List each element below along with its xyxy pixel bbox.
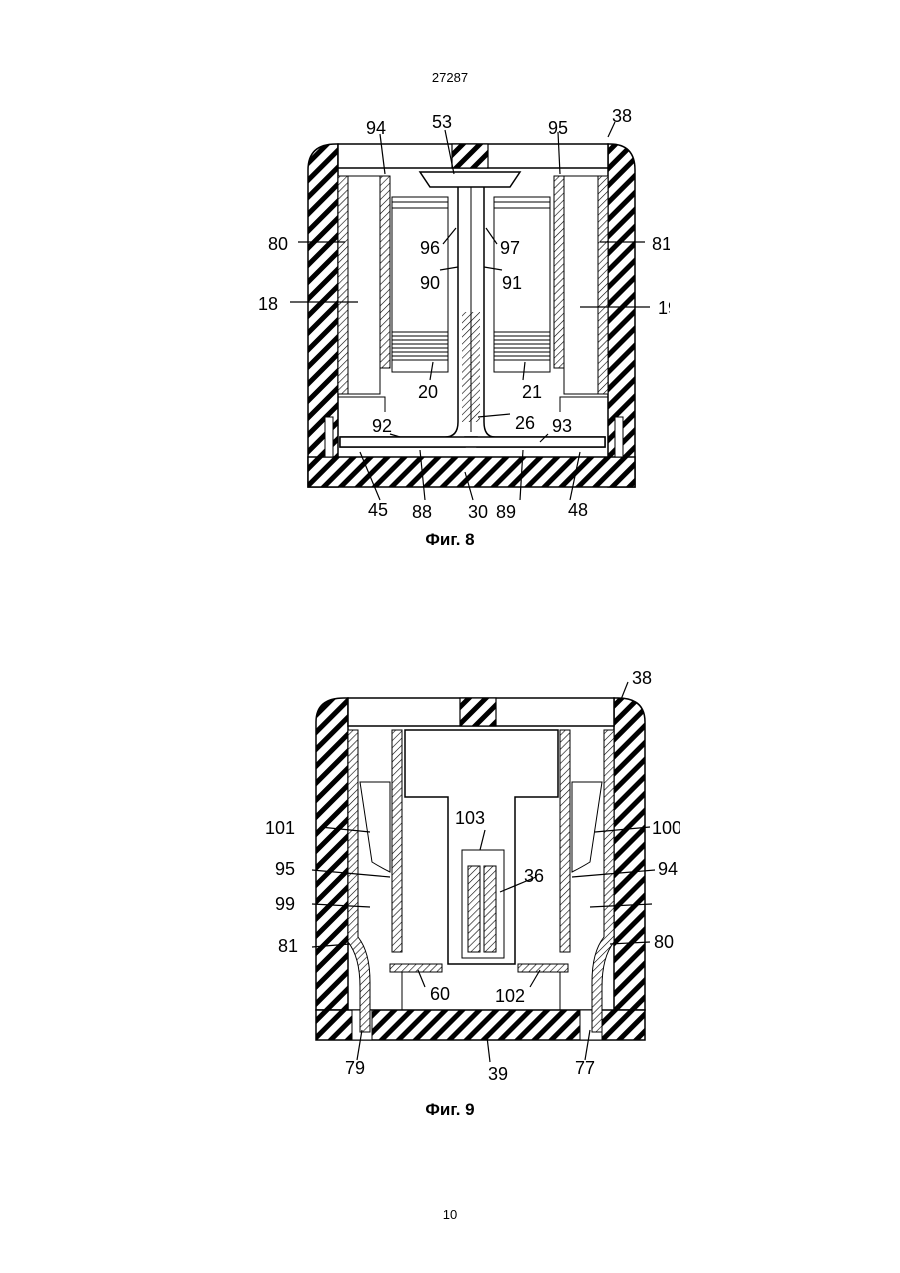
- top-contact-bar: [420, 172, 520, 187]
- right-bottom-pad: [518, 964, 568, 972]
- fig8-label-21: 21: [522, 382, 542, 402]
- fig9-label-100: 100: [652, 818, 680, 838]
- base-plate: [308, 457, 635, 487]
- figure-8-drawing: 94 53 95 38 80 81 18 19 96 97 90 91 20 2…: [240, 92, 670, 522]
- page-number: 10: [0, 1207, 900, 1222]
- fig8-label-96: 96: [420, 238, 440, 258]
- fig9-label-39: 39: [488, 1064, 508, 1084]
- right-coil-body: [564, 176, 598, 394]
- fig8-label-53: 53: [432, 112, 452, 132]
- core-left-strip: [468, 866, 480, 952]
- fig9-label-101: 101: [265, 818, 295, 838]
- fig8-label-97: 97: [500, 238, 520, 258]
- right-outer-liner: [598, 176, 608, 394]
- fig8-label-81: 81: [652, 234, 670, 254]
- top-cover-center-block: [452, 144, 488, 168]
- figure-9-caption: Фиг. 9: [0, 1100, 900, 1120]
- fig8-label-18: 18: [258, 294, 278, 314]
- document-number: 27287: [0, 70, 900, 85]
- left-coil-body: [348, 176, 380, 394]
- left-outer-liner: [348, 730, 370, 1032]
- fig9-label-80: 80: [654, 932, 674, 952]
- fig8-label-90: 90: [420, 273, 440, 293]
- fig8-label-48: 48: [568, 500, 588, 520]
- fig8-label-88: 88: [412, 502, 432, 522]
- left-bottom-pad: [390, 964, 442, 972]
- housing-left-wall: [316, 698, 348, 1010]
- figure-8: 94 53 95 38 80 81 18 19 96 97 90 91 20 2…: [240, 92, 670, 527]
- fig8-label-95: 95: [548, 118, 568, 138]
- fig8-label-94: 94: [366, 118, 386, 138]
- fig8-label-20: 20: [418, 382, 438, 402]
- fig9-label-36: 36: [524, 866, 544, 886]
- right-wedge: [572, 782, 602, 872]
- contact-plate: [340, 437, 605, 447]
- fig9-label-60: 60: [430, 984, 450, 1004]
- fig8-label-19: 19: [658, 298, 670, 318]
- fig9-label-81: 81: [278, 936, 298, 956]
- fig9-label-102: 102: [495, 986, 525, 1006]
- right-inner-liner: [560, 730, 570, 952]
- left-inner-liner: [392, 730, 402, 952]
- fig9-label-103: 103: [455, 808, 485, 828]
- right-inner-liner: [554, 176, 564, 368]
- fig8-label-92: 92: [372, 416, 392, 436]
- fig9-label-77: 77: [575, 1058, 595, 1078]
- left-inner-liner: [380, 176, 390, 368]
- fig8-label-30: 30: [468, 502, 488, 522]
- left-terminal-post: [325, 417, 333, 457]
- fig8-label-45: 45: [368, 500, 388, 520]
- figure-8-caption: Фиг. 8: [0, 530, 900, 550]
- housing-right-wall: [614, 698, 645, 1010]
- fig8-label-91: 91: [502, 273, 522, 293]
- fig9-label-94: 94: [658, 859, 678, 879]
- fig8-label-89: 89: [496, 502, 516, 522]
- fig9-label-79: 79: [345, 1058, 365, 1078]
- fig9-label-99: 99: [275, 894, 295, 914]
- core-right-strip: [484, 866, 496, 952]
- fig8-label-80: 80: [268, 234, 288, 254]
- fig8-label-93: 93: [552, 416, 572, 436]
- fig8-label-26: 26: [515, 413, 535, 433]
- right-outer-liner: [592, 730, 614, 1032]
- left-wedge: [360, 782, 390, 872]
- fig8-label-38: 38: [612, 106, 632, 126]
- figure-9: 38 101 100 103 95 36 94 99 81 80 60 102 …: [240, 652, 680, 1097]
- fig9-label-38: 38: [632, 668, 652, 688]
- left-outer-liner: [338, 176, 348, 394]
- figure-9-drawing: 38 101 100 103 95 36 94 99 81 80 60 102 …: [240, 652, 680, 1092]
- top-cover-center-block: [460, 698, 496, 726]
- right-terminal-post: [615, 417, 623, 457]
- fig9-label-95: 95: [275, 859, 295, 879]
